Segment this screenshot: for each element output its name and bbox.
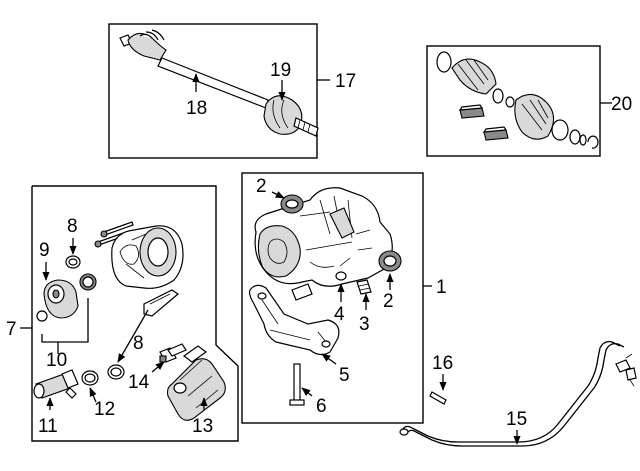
callout-3: 3	[359, 314, 370, 335]
callout-12: 12	[94, 399, 115, 420]
callout-1: 1	[436, 277, 447, 298]
bracket-10	[41, 298, 89, 343]
callout-6: 6	[316, 396, 327, 417]
seal-2a-drawing	[280, 194, 304, 214]
o-ring-4-drawing	[335, 271, 347, 281]
leader-6	[301, 387, 313, 397]
o-ring-8a-drawing	[65, 255, 81, 269]
callout-14: 14	[128, 372, 150, 393]
gasket-drawing	[143, 289, 179, 317]
callout-19: 19	[270, 60, 291, 81]
callout-13: 13	[192, 416, 213, 437]
callout-18: 18	[186, 98, 207, 119]
carrier-box	[241, 172, 424, 424]
callout-10: 10	[46, 350, 67, 371]
vent-hose-15-group: 15	[399, 340, 637, 447]
carrier-housing-drawing	[254, 187, 393, 301]
leader-5	[321, 353, 337, 365]
vent-3-drawing	[356, 279, 372, 295]
o-ring-7-drawing	[36, 310, 48, 322]
sensor-14-drawing	[159, 343, 187, 363]
o-ring-8b-drawing	[107, 364, 125, 380]
callout-17: 17	[335, 71, 356, 92]
callout-7: 7	[6, 319, 17, 340]
callout-8b: 8	[133, 333, 144, 354]
callout-8a: 8	[67, 216, 78, 237]
drive-module-group: 10 7 8 9 8 14 11 12 13	[6, 185, 239, 442]
boot-kit-group: 20	[426, 45, 632, 157]
boot-kit-drawing	[436, 51, 599, 149]
leader-14	[151, 361, 165, 373]
leader-8b	[117, 309, 149, 363]
o-ring-12-drawing	[81, 370, 99, 386]
callout-5: 5	[339, 365, 350, 386]
callout-2a: 2	[256, 176, 267, 197]
callout-16: 16	[432, 353, 453, 374]
bolt-6-drawing	[289, 363, 305, 406]
callout-9: 9	[39, 240, 50, 261]
mount-bracket-5-drawing	[248, 284, 340, 356]
leader-12	[89, 387, 97, 403]
seal-2b-drawing	[378, 250, 402, 272]
boot-kit-box	[426, 45, 601, 157]
callout-11: 11	[38, 416, 58, 437]
axle-shaft-group: 18 19 17	[108, 23, 356, 159]
flange-9-drawing	[43, 279, 79, 319]
callout-15: 15	[506, 409, 527, 430]
drive-module-box	[31, 185, 239, 442]
callout-4: 4	[334, 304, 345, 325]
seal-10-drawing	[79, 273, 97, 291]
axle-shaft-drawing	[119, 29, 319, 137]
clutch-housing-drawing	[111, 225, 184, 289]
actuator-motor-13-drawing	[166, 345, 226, 421]
pin-16-drawing	[429, 391, 447, 405]
vent-hose-15-drawing	[399, 340, 637, 447]
callout-2b: 2	[383, 291, 394, 312]
axle-shaft-box	[108, 23, 318, 159]
leader-2a	[271, 191, 285, 199]
pin-16-group: 16	[429, 353, 453, 405]
carrier-group: 2 2 3 4 5 6 1	[241, 172, 447, 424]
solenoid-11-drawing	[33, 369, 79, 399]
callout-20: 20	[611, 94, 632, 115]
